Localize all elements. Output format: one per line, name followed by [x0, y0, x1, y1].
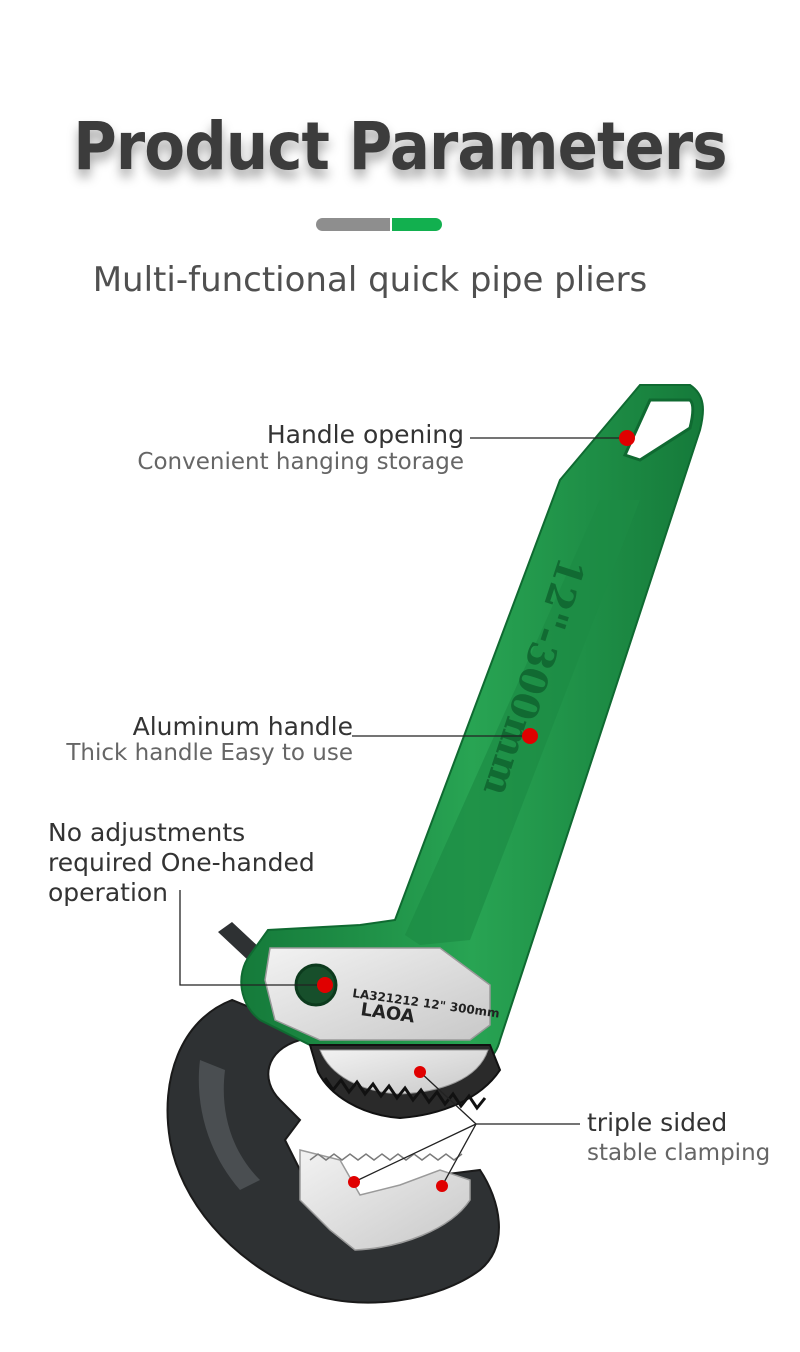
callout-triple-sided-desc: stable clamping [587, 1140, 771, 1166]
hook-jaw [166, 998, 500, 1304]
callout-aluminum-handle-desc: Thick handle Easy to use [66, 740, 353, 766]
marker-lower-jaw-right [436, 1180, 448, 1192]
head-plate: LA321212 12" 300mm LAOA [264, 947, 500, 1041]
marker-lower-jaw-left [348, 1176, 360, 1188]
callout-no-adjustments-line3: operation [48, 878, 169, 907]
callout-aluminum-handle-title: Aluminum handle [132, 712, 353, 741]
marker-rivet [317, 977, 333, 993]
title-divider-green [392, 218, 442, 231]
callout-no-adjustments-line1: No adjustments [48, 818, 246, 847]
marker-aluminum-handle [522, 728, 538, 744]
callout-no-adjustments: No adjustments required One-handed opera… [48, 818, 315, 908]
callout-triple-sided-title: triple sided [587, 1108, 728, 1137]
marker-handle-opening [619, 430, 635, 446]
upper-serrated-jaw [308, 1044, 502, 1120]
marker-upper-jaw [414, 1066, 426, 1078]
callout-handle-opening-desc: Convenient hanging storage [137, 449, 464, 475]
title-divider-gray [316, 218, 390, 231]
callout-triple-sided: triple sided stable clamping [587, 1108, 770, 1168]
callout-handle-opening-title: Handle opening [266, 420, 464, 449]
callout-aluminum-handle: Aluminum handle Thick handle Easy to use [66, 712, 353, 767]
callout-handle-opening: Handle opening Convenient hanging storag… [137, 420, 464, 475]
page-title: Product Parameters [73, 108, 727, 185]
callout-no-adjustments-line2: required One-handed [48, 848, 315, 877]
leader-lines [179, 437, 627, 1187]
page-subtitle: Multi-functional quick pipe pliers [92, 260, 648, 300]
